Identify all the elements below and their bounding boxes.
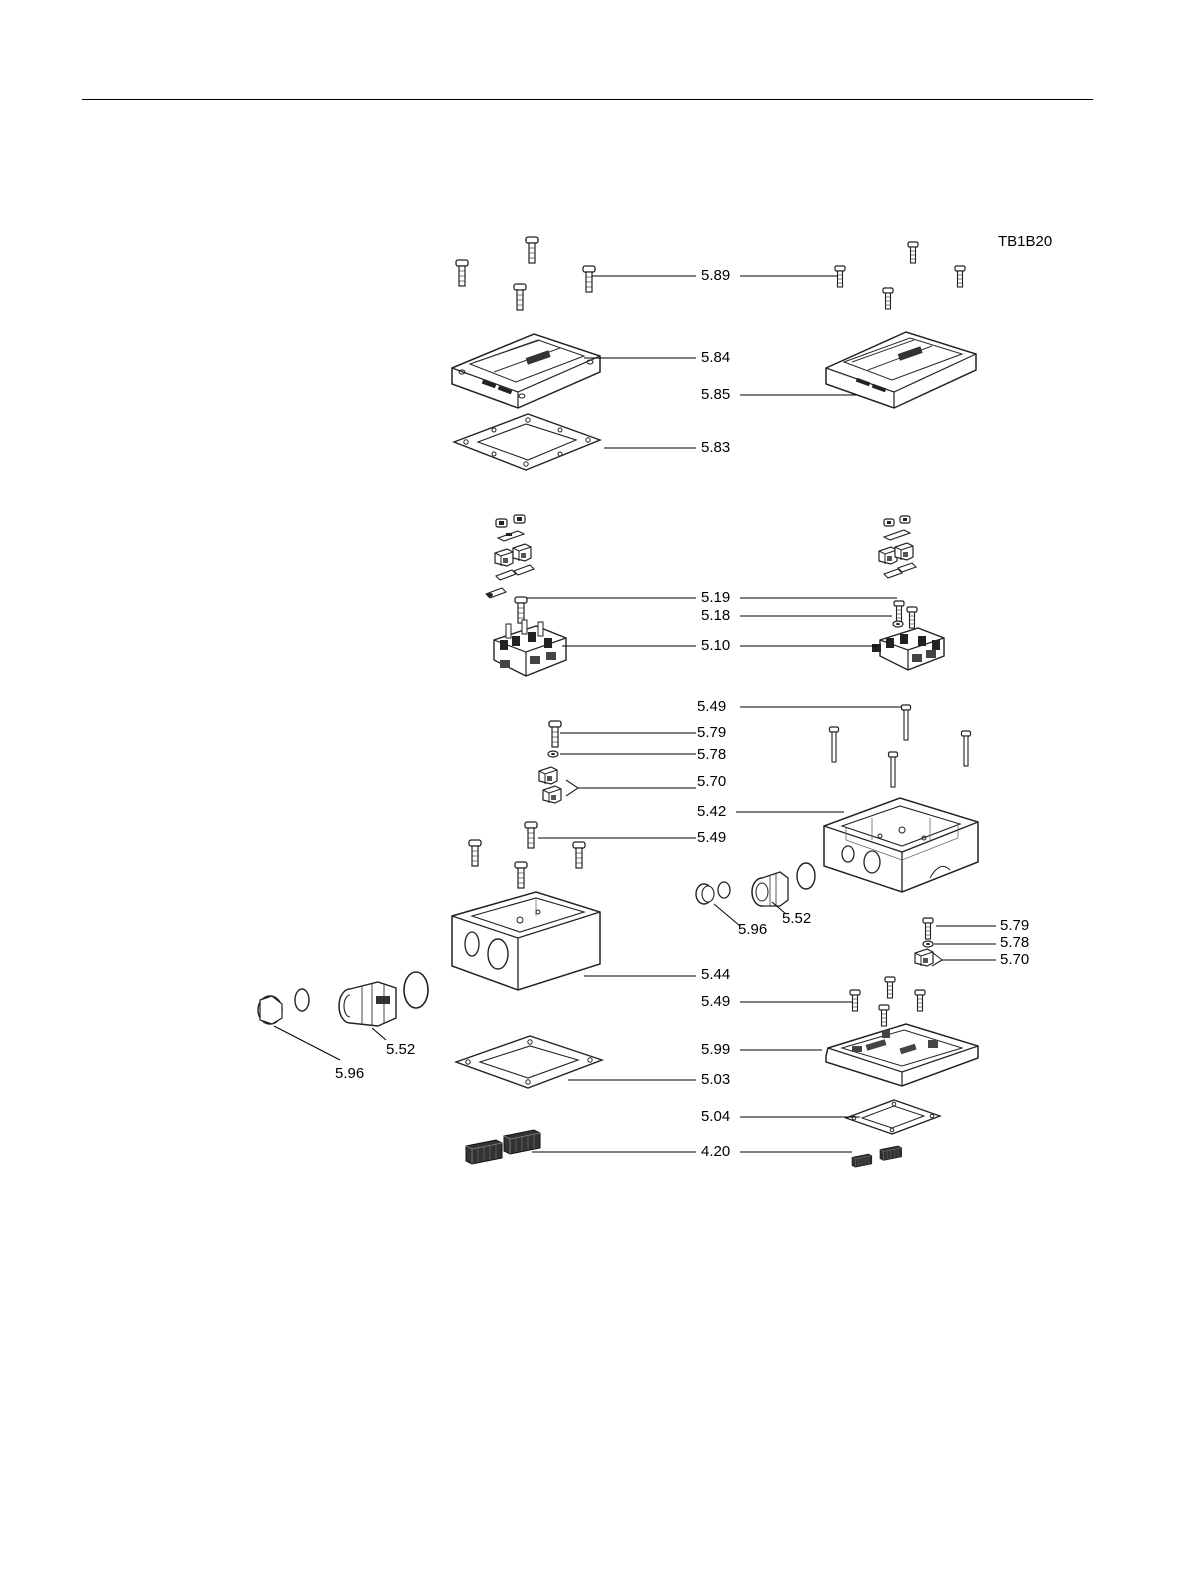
washer-578-left <box>548 751 558 757</box>
base-right <box>826 1024 978 1086</box>
part-label-4-20: 4.20 <box>701 1144 730 1159</box>
part-label-5-44: 5.44 <box>701 967 730 982</box>
part-label-5-49-b: 5.49 <box>697 830 726 845</box>
screw-579-left <box>549 721 561 747</box>
cover-left <box>452 334 600 408</box>
screw-group-left <box>456 237 595 310</box>
part-label-5-04: 5.04 <box>701 1109 730 1124</box>
part-label-5-52-b: 5.52 <box>386 1042 415 1057</box>
terminal-block-left <box>494 620 566 676</box>
part-label-5-03: 5.03 <box>701 1072 730 1087</box>
screw-519-right-2 <box>907 607 917 628</box>
connectors-right <box>852 1146 902 1167</box>
terminal-block-right <box>872 628 944 670</box>
part-label-5-70-b: 5.70 <box>1000 952 1029 967</box>
washer-518 <box>893 621 903 627</box>
terminal-parts-right <box>879 516 916 578</box>
part-label-5-79-b: 5.79 <box>1000 918 1029 933</box>
housing-left <box>452 892 600 990</box>
screw-519-left <box>515 597 527 623</box>
part-label-5-96-b: 5.96 <box>335 1066 364 1081</box>
part-label-5-52-a: 5.52 <box>782 911 811 926</box>
screws-549-lower <box>850 977 925 1026</box>
screws-549-right <box>830 705 971 787</box>
clip-570-left-a <box>539 767 557 784</box>
clip-570-left-b <box>543 786 561 803</box>
plug-large-left <box>258 989 309 1024</box>
part-label-5-79-a: 5.79 <box>697 725 726 740</box>
plug-small-middle <box>696 882 730 904</box>
terminal-parts-left <box>486 515 534 598</box>
part-label-5-49-c: 5.49 <box>701 994 730 1009</box>
part-label-5-99: 5.99 <box>701 1042 730 1057</box>
part-label-5-70-a: 5.70 <box>697 774 726 789</box>
part-label-5-85: 5.85 <box>701 387 730 402</box>
washer-578-right <box>923 941 933 947</box>
part-label-5-49-a: 5.49 <box>697 699 726 714</box>
connectors-left <box>466 1130 540 1164</box>
gland-large-left <box>339 972 428 1026</box>
screw-579-right <box>923 918 933 939</box>
part-label-5-78-a: 5.78 <box>697 747 726 762</box>
gasket-top <box>454 414 600 470</box>
gasket-small <box>846 1100 940 1134</box>
part-label-5-96-a: 5.96 <box>738 922 767 937</box>
gland-small-middle <box>752 863 815 906</box>
cover-right <box>826 332 976 408</box>
part-label-5-42: 5.42 <box>697 804 726 819</box>
screw-group-right <box>835 242 965 309</box>
part-label-5-10: 5.10 <box>701 638 730 653</box>
part-label-5-84: 5.84 <box>701 350 730 365</box>
part-label-5-89: 5.89 <box>701 268 730 283</box>
clip-570-right <box>915 949 933 966</box>
part-label-5-19: 5.19 <box>701 590 730 605</box>
screw-519-right <box>894 601 904 622</box>
part-label-5-78-b: 5.78 <box>1000 935 1029 950</box>
part-label-5-18: 5.18 <box>701 608 730 623</box>
part-label-5-83: 5.83 <box>701 440 730 455</box>
housing-right <box>824 798 978 892</box>
screws-549-left <box>469 822 585 888</box>
